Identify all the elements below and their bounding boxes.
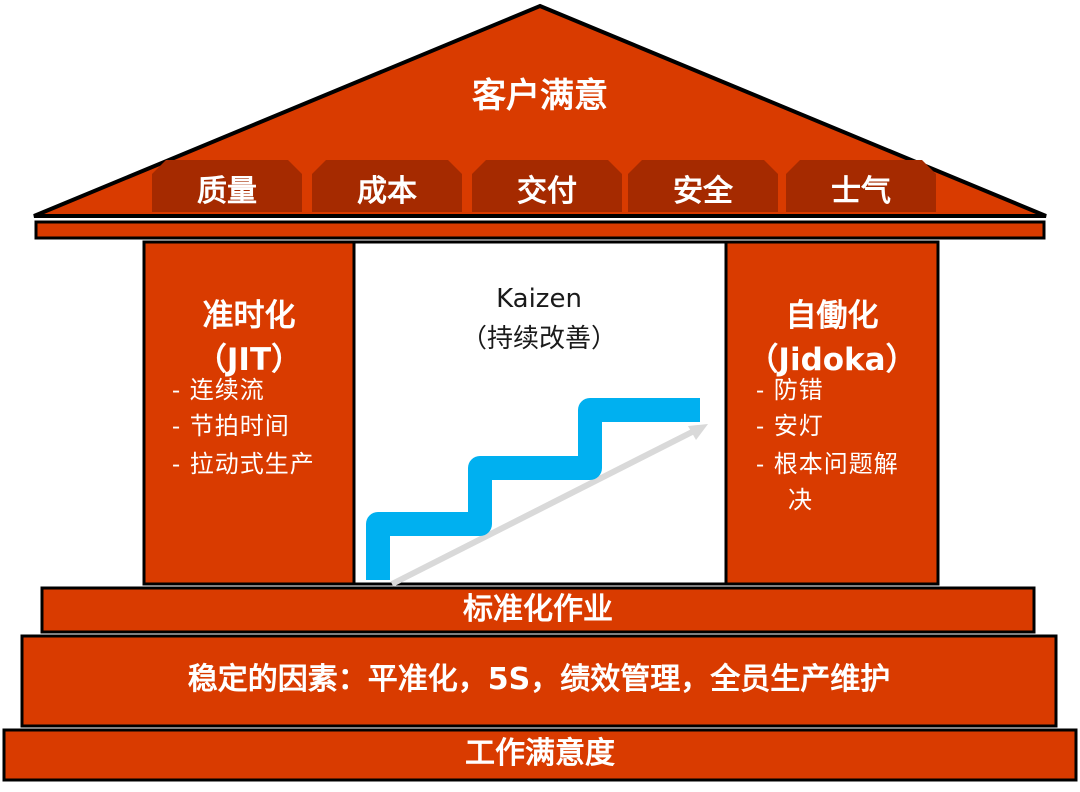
roof-tag-4-shape bbox=[628, 160, 778, 212]
roof-tag-morale: 士气 bbox=[831, 174, 891, 209]
foundation-band-2 bbox=[20, 634, 1058, 728]
roof-tag-quality: 质量 bbox=[197, 174, 257, 209]
right-pillar-item-1: - 防错 bbox=[756, 376, 824, 404]
kaizen-title: Kaizen bbox=[496, 284, 582, 314]
foundation-stability: 稳定的因素：平准化，5S，绩效管理，全员生产维护 bbox=[187, 662, 891, 697]
roof-tag-1-shape bbox=[152, 160, 302, 212]
left-pillar-item-1: - 连续流 bbox=[172, 376, 265, 404]
left-pillar bbox=[142, 240, 356, 586]
roof-tags bbox=[152, 160, 936, 212]
left-pillar-item-3: - 拉动式生产 bbox=[172, 450, 315, 478]
kaizen-arrow-head bbox=[688, 424, 708, 440]
kaizen-subtitle: （持续改善） bbox=[460, 324, 617, 354]
foundation-standard-work: 标准化作业 bbox=[463, 592, 613, 627]
left-pillar-item-2: - 节拍时间 bbox=[172, 412, 290, 440]
roof-title: 客户满意 bbox=[472, 76, 608, 116]
right-pillar-title: 自働化 bbox=[785, 298, 879, 334]
foundation-job-satisfaction: 工作满意度 bbox=[465, 736, 615, 771]
left-pillar-subtitle: （JIT） bbox=[195, 342, 303, 378]
roof-tag-delivery: 交付 bbox=[517, 174, 577, 209]
roof-beam bbox=[34, 220, 1046, 240]
foundation-band-3 bbox=[2, 728, 1078, 782]
roof-tag-cost: 成本 bbox=[357, 174, 417, 209]
left-pillar-title: 准时化 bbox=[202, 298, 296, 334]
roof-tag-5-shape bbox=[786, 160, 936, 212]
roof-tag-2-shape bbox=[312, 160, 462, 212]
kaizen-staircase bbox=[366, 398, 700, 580]
right-pillar-subtitle: （Jidoka） bbox=[747, 342, 917, 378]
right-pillar-item-3-wrap: 决 bbox=[788, 486, 813, 514]
right-pillar-item-2: - 安灯 bbox=[756, 412, 824, 440]
roof-tag-safety: 安全 bbox=[673, 174, 733, 209]
roof-tag-3-shape bbox=[472, 160, 622, 212]
right-pillar bbox=[724, 240, 940, 586]
foundation-band-1 bbox=[40, 586, 1036, 634]
right-pillar-item-3: - 根本问题解 bbox=[756, 450, 899, 478]
kaizen-trend-arrow bbox=[390, 425, 702, 587]
